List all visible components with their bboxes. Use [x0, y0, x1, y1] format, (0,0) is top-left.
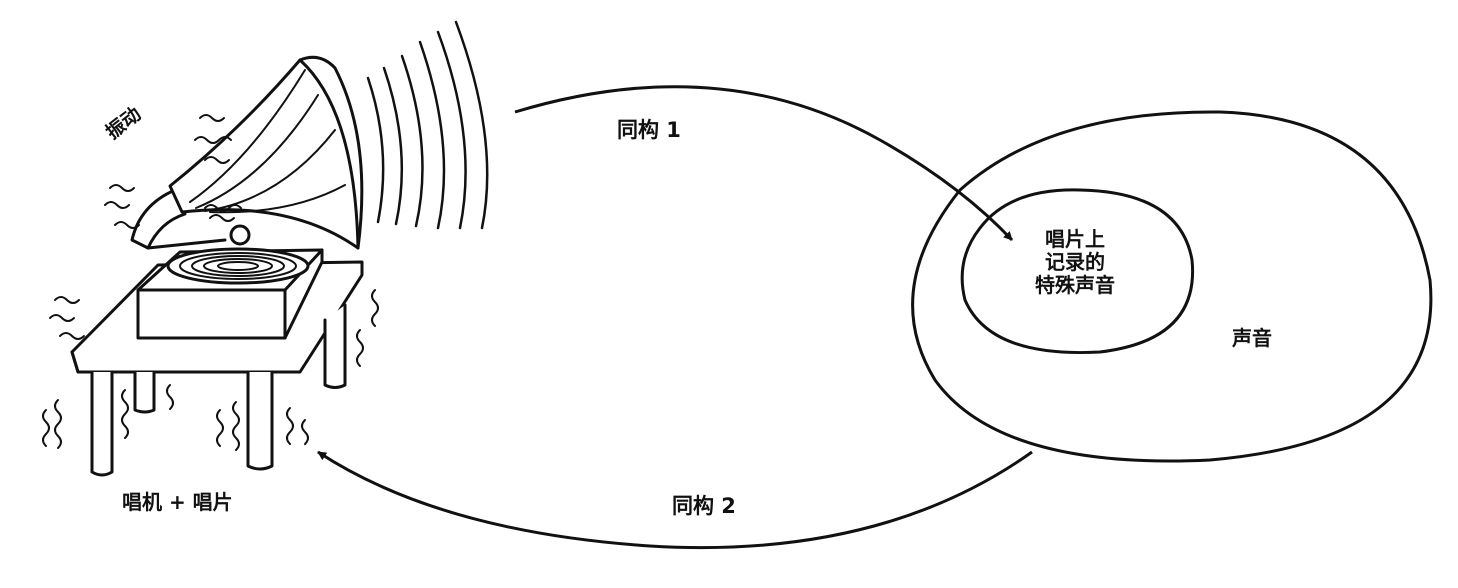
inner-set-label: 唱片上 记录的 特殊声音: [1010, 228, 1140, 297]
inner-set-label-line-2: 记录的: [1045, 250, 1105, 274]
isomorphism-1-arrow: [514, 85, 1014, 242]
isomorphism-1-label: 同构 1: [617, 118, 681, 142]
isomorphism-2-label: 同构 2: [672, 494, 736, 518]
isomorphism-2-arrow: [317, 450, 1033, 550]
inner-set-label-line-1: 唱片上: [1045, 227, 1105, 251]
phonograph-illustration: [42, 20, 489, 477]
outer-set-sound: [911, 110, 1433, 463]
outer-set-label: 声音: [1232, 326, 1272, 350]
inner-set-recorded-sounds: [960, 188, 1195, 355]
player-record-label: 唱机 + 唱片: [122, 490, 233, 514]
inner-set-label-line-3: 特殊声音: [1035, 273, 1115, 297]
